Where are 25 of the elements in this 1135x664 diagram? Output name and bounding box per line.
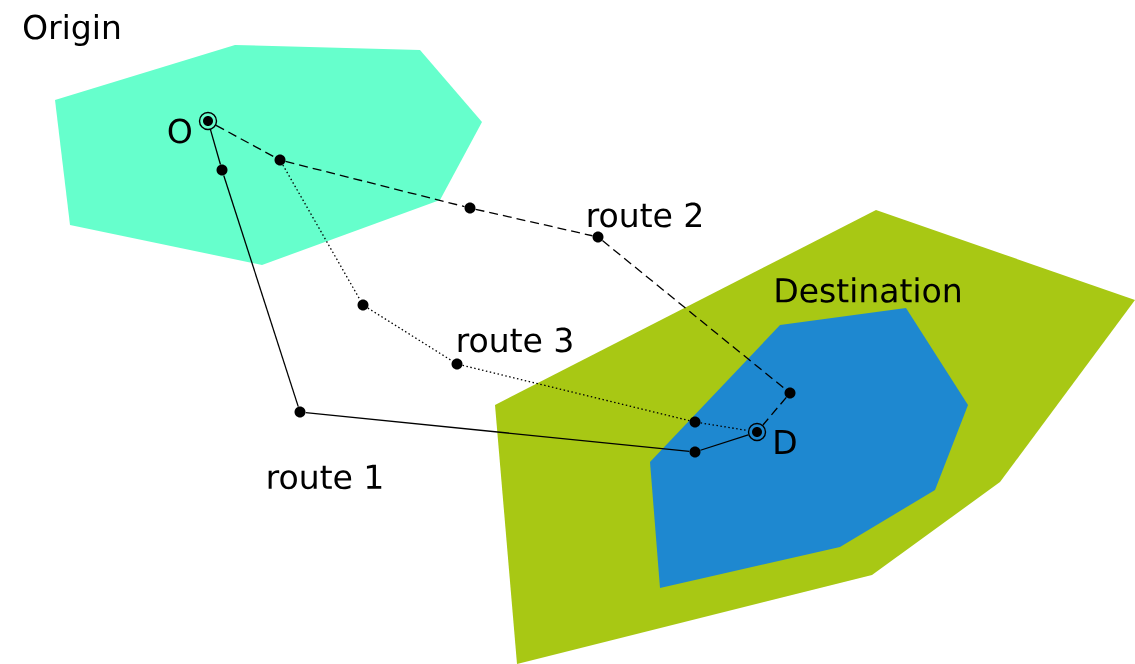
- route-line: [474, 208, 594, 237]
- node-label: Origin: [23, 14, 120, 46]
- route-line: [209, 129, 222, 166]
- route-point: [294, 406, 306, 418]
- route-line: [461, 364, 691, 422]
- route-line: [699, 434, 749, 451]
- route-line: [284, 160, 466, 208]
- route-line: [700, 422, 749, 432]
- route-point: [689, 446, 701, 458]
- route-line: [282, 164, 361, 301]
- route-line: [762, 396, 787, 426]
- route-line: [223, 174, 299, 408]
- route-point: [451, 358, 463, 370]
- route-point: [689, 416, 701, 428]
- region-polygon: [650, 308, 968, 588]
- route-label: route 1: [268, 464, 382, 490]
- route-line: [215, 124, 276, 158]
- route-line: [367, 307, 453, 362]
- route-point: [357, 299, 369, 311]
- route-point: [592, 231, 604, 243]
- route-point: [216, 164, 228, 176]
- route-line: [305, 411, 690, 453]
- route-point: [274, 154, 286, 166]
- route-point: [784, 387, 796, 399]
- route-point: [464, 202, 476, 214]
